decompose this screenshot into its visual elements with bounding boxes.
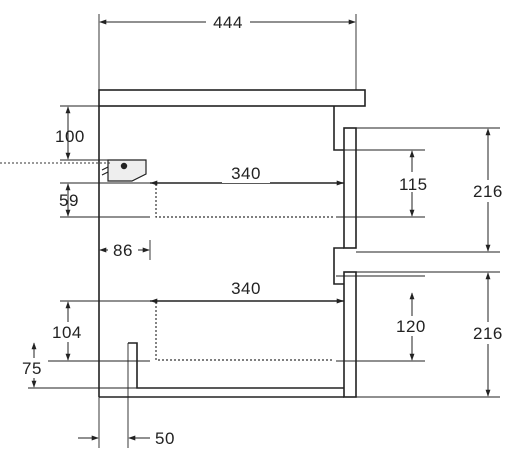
bottom-drawer-front: [343, 271, 357, 398]
upper-inner-drawer: [155, 184, 334, 218]
dim-label-340-upper: 340: [231, 164, 261, 183]
dim-label-86: 86: [113, 241, 133, 260]
dim-label-216-bottom: 216: [473, 324, 503, 343]
inner-drawer-boxes: [155, 184, 334, 361]
dim-label-100: 100: [55, 127, 85, 146]
top-drawer-front: [343, 127, 357, 249]
cabinet-back-mid: [333, 247, 344, 285]
drain-fitting-icon: [101, 159, 147, 182]
cabinet-body: [98, 89, 366, 398]
dim-label-50: 50: [155, 429, 175, 448]
dim-label-104: 104: [52, 323, 82, 342]
cabinet-back-upper: [333, 106, 344, 151]
base-plinth: [128, 342, 344, 389]
lower-inner-drawer: [155, 302, 334, 361]
dim-label-75: 75: [22, 359, 42, 378]
extension-lines: [28, 14, 500, 448]
dimension-lines: [31, 19, 491, 441]
dim-label-59: 59: [59, 191, 79, 210]
dim-label-115: 115: [399, 175, 428, 194]
dim-label-444: 444: [213, 13, 243, 32]
dim-label-216-top: 216: [473, 182, 503, 201]
dim-label-120: 120: [396, 317, 426, 336]
countertop: [98, 89, 366, 107]
dim-label-340-lower: 340: [231, 279, 261, 298]
